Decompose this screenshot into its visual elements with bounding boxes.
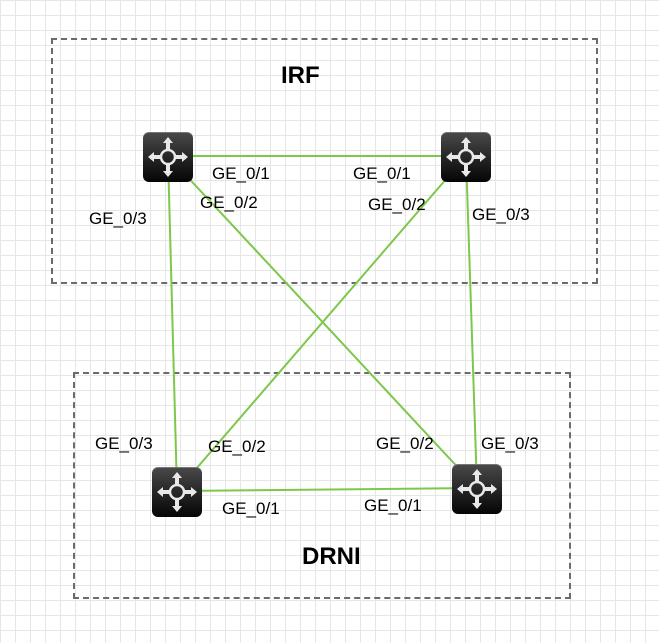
drni-right-switch[interactable] (452, 464, 502, 514)
irf-right-switch[interactable] (441, 132, 491, 182)
port-label-irf-left-ge03: GE_0/3 (89, 209, 147, 228)
port-label-drni-right-ge02: GE_0/2 (376, 434, 434, 453)
router-switch-icon (446, 137, 486, 177)
link-drni-left-drni-right (176, 487, 478, 492)
router-switch-icon (157, 472, 197, 512)
drni-group-title: DRNI (302, 543, 361, 570)
port-label-drni-right-ge03: GE_0/3 (481, 434, 539, 453)
port-label-drni-left-ge03: GE_0/3 (95, 434, 153, 453)
irf-group-title: IRF (281, 62, 320, 89)
port-label-irf-right-ge02: GE_0/2 (368, 195, 426, 214)
port-label-irf-left-ge01: GE_0/1 (212, 164, 270, 183)
irf-group-box (51, 38, 598, 284)
port-label-irf-left-ge02: GE_0/2 (200, 193, 258, 212)
link-irf-right-drni-left (176, 155, 467, 492)
port-label-drni-left-ge01: GE_0/1 (222, 499, 280, 518)
port-label-drni-right-ge01: GE_0/1 (364, 496, 422, 515)
drni-left-switch[interactable] (152, 467, 202, 517)
drni-group-box (73, 372, 571, 599)
port-label-irf-right-ge03: GE_0/3 (472, 205, 530, 224)
link-irf-left-drni-left (167, 155, 178, 492)
port-label-drni-left-ge02: GE_0/2 (208, 437, 266, 456)
link-irf-right-drni-right (465, 155, 478, 489)
irf-left-switch[interactable] (143, 132, 193, 182)
router-switch-icon (148, 137, 188, 177)
port-label-irf-right-ge01: GE_0/1 (353, 164, 411, 183)
router-switch-icon (457, 469, 497, 509)
